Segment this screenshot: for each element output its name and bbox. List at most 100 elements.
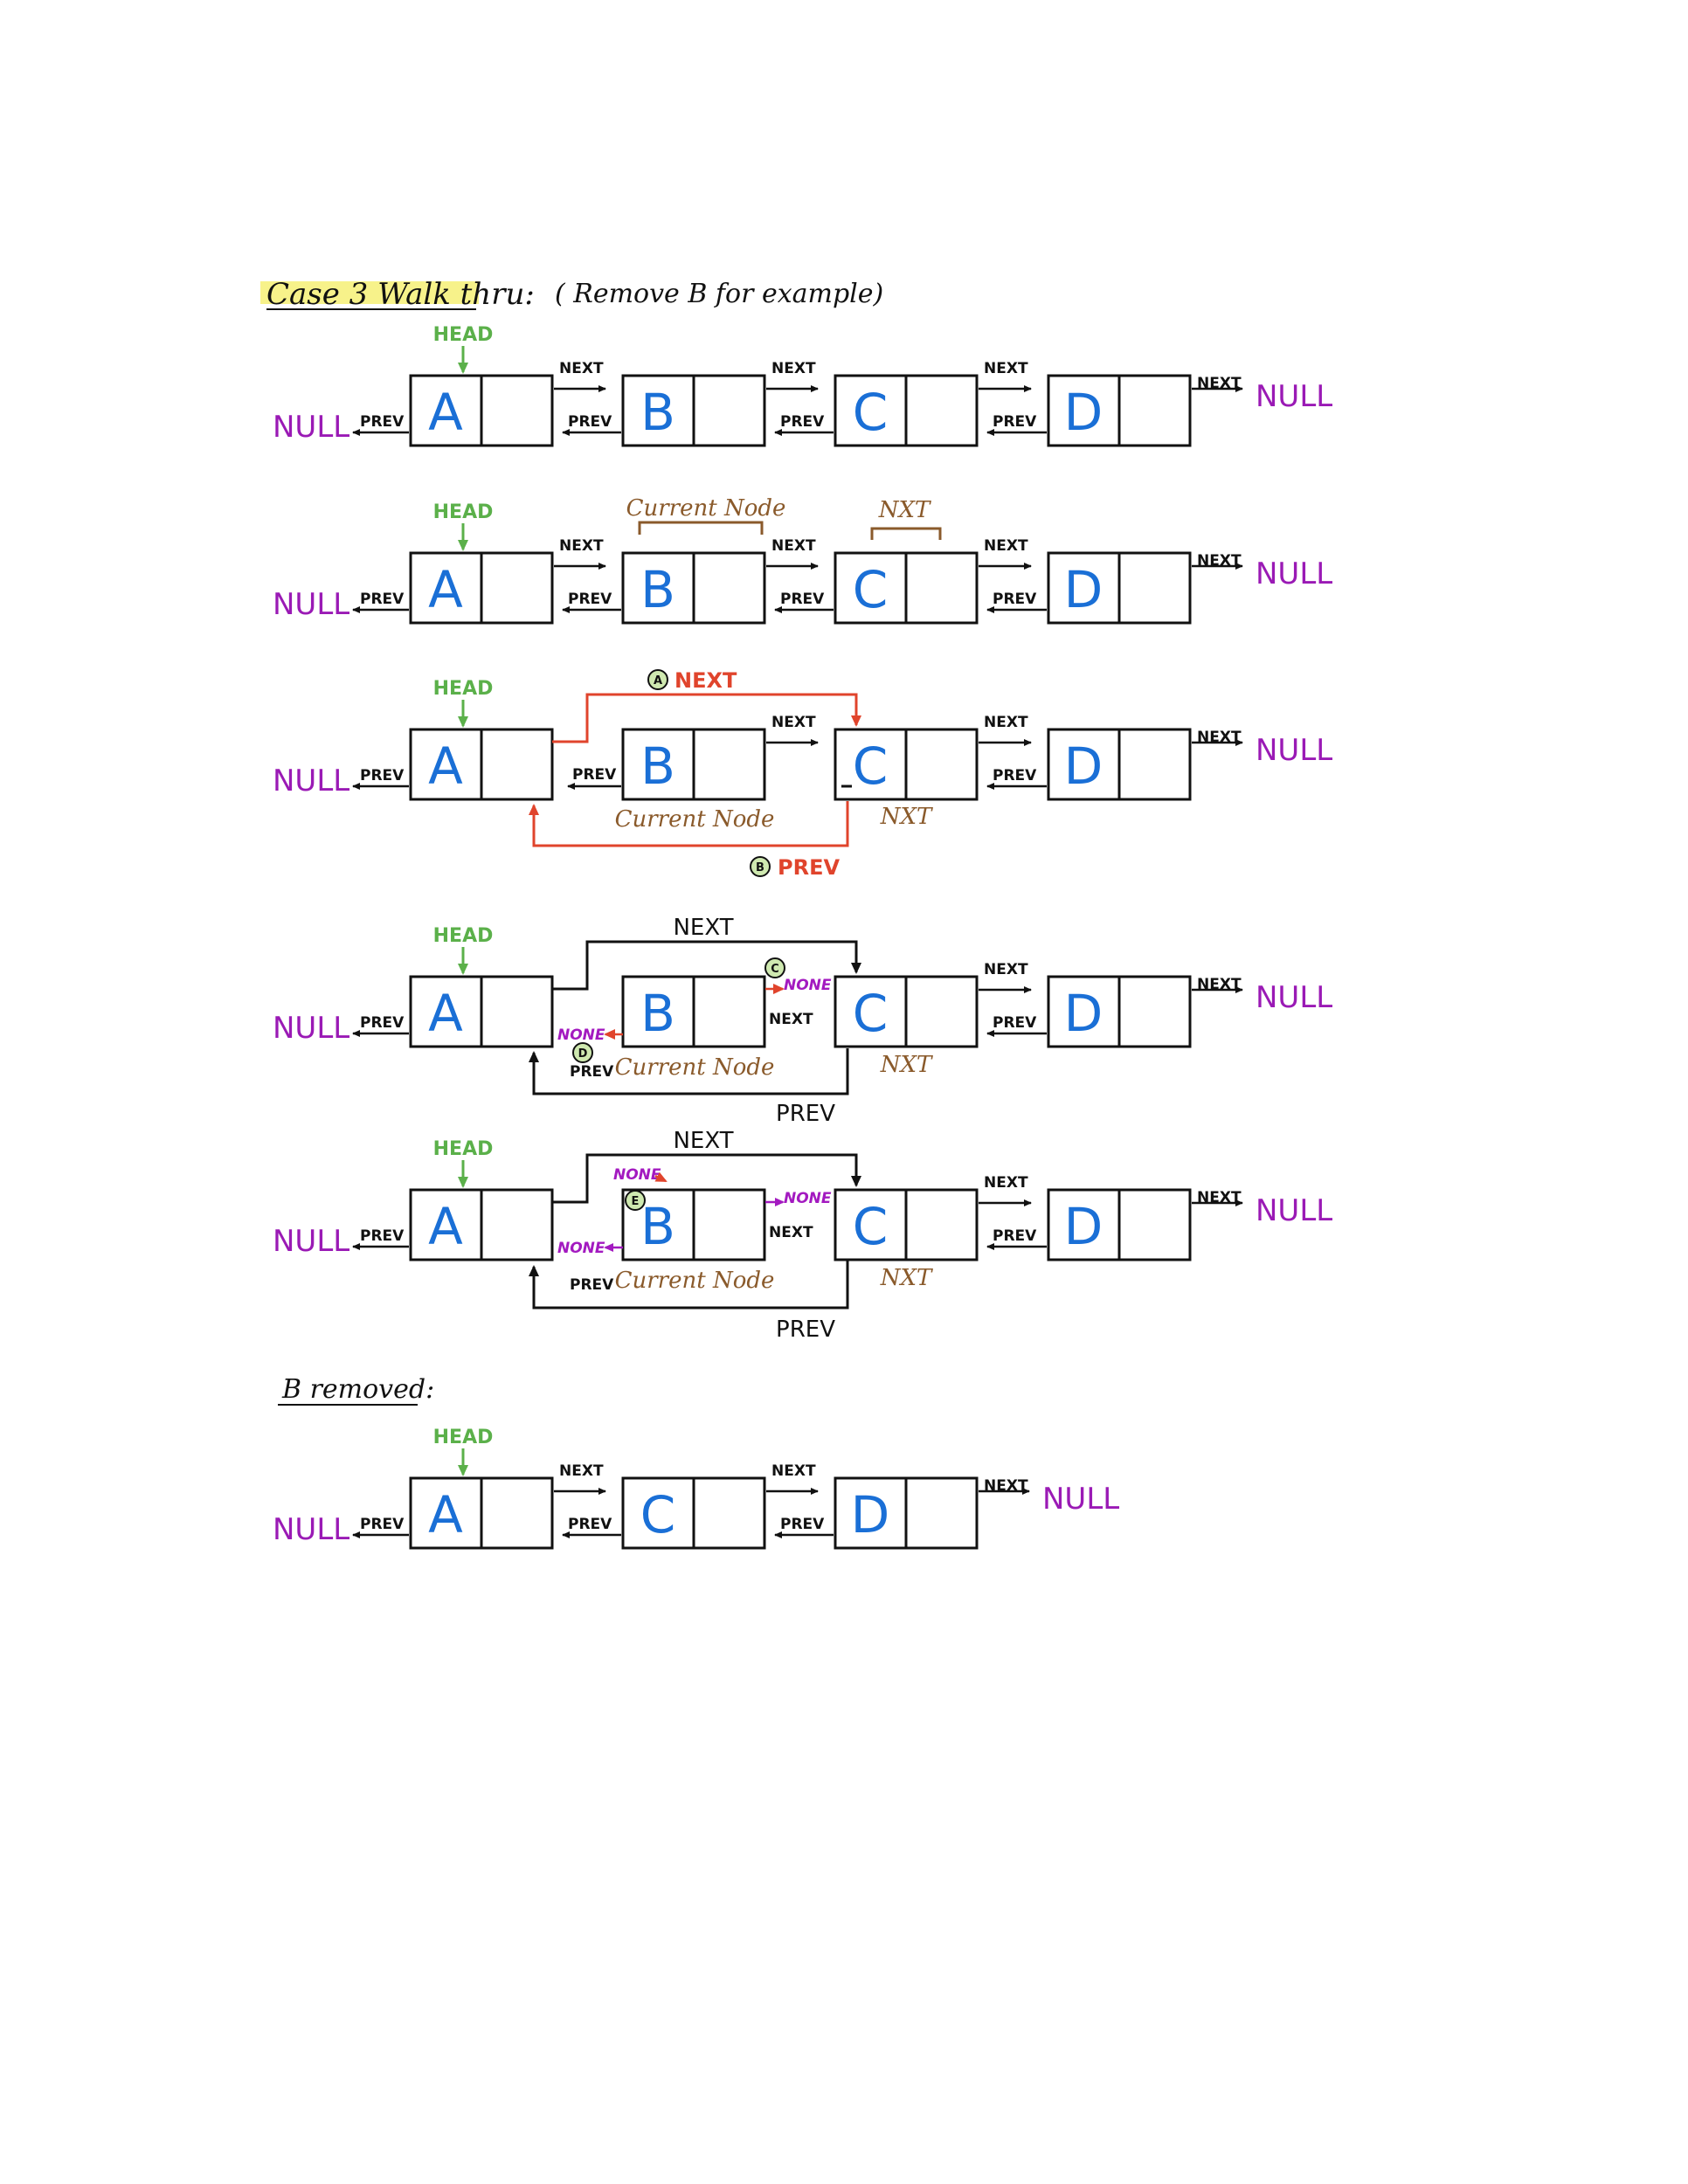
- step-c-letter: C: [771, 963, 779, 976]
- prev-label: PREV: [993, 413, 1037, 431]
- step-e-circle: [625, 1190, 646, 1211]
- prev-label: PREV: [568, 591, 612, 608]
- prev-label: PREV: [360, 1516, 405, 1533]
- step-b-circle: [750, 856, 771, 877]
- node-value: B: [640, 736, 675, 796]
- prev-label: PREV: [780, 591, 825, 608]
- none-label-prev-5: NONE: [557, 1240, 605, 1257]
- node-value: C: [853, 736, 889, 796]
- prev-label-b: PREV: [572, 766, 617, 784]
- node-value: A: [428, 1485, 463, 1545]
- null-label-right: NULL: [1256, 980, 1332, 1015]
- prev-label: PREV: [780, 413, 825, 431]
- next-label: NEXT: [984, 1174, 1028, 1192]
- node-value: A: [428, 1197, 463, 1256]
- next-label-4: NEXT: [673, 915, 733, 941]
- node-value: C: [853, 1197, 889, 1256]
- none-label-next-5: NONE: [784, 1190, 832, 1207]
- current-node-bracket: [638, 521, 764, 535]
- null-label-left: NULL: [273, 1011, 349, 1046]
- prev-label: PREV: [568, 413, 612, 431]
- next-label: NEXT: [984, 961, 1028, 978]
- node-value: B: [640, 984, 675, 1043]
- rows-group: A B C D NULL PREV NEXT PREV NEXT PREV NEXT PREV NEXT…: [273, 324, 1332, 1550]
- next-label: NEXT: [984, 537, 1028, 555]
- step-a-letter: A: [654, 674, 662, 688]
- node-value: B: [640, 1197, 675, 1256]
- null-label-left: NULL: [273, 1224, 349, 1259]
- step-d-circle: [572, 1042, 593, 1063]
- node-value: B: [640, 560, 675, 619]
- page-title: Case 3 Walk thru:: [266, 277, 535, 312]
- next-label-last: NEXT: [984, 1477, 1028, 1495]
- node-value: D: [851, 1485, 890, 1545]
- nxt-label-5: NXT: [880, 1265, 933, 1291]
- none-label-d: NONE: [557, 1026, 605, 1044]
- null-label-right: NULL: [1256, 733, 1332, 768]
- black-prev-arrow-5: [529, 1261, 849, 1310]
- prev-label: PREV: [993, 767, 1037, 784]
- step-e-letter: E: [632, 1195, 640, 1208]
- null-label-left: NULL: [273, 1512, 349, 1547]
- node-value: B: [640, 383, 675, 442]
- prev-label: PREV: [993, 591, 1037, 608]
- next-label-5: NEXT: [673, 1128, 733, 1154]
- none-label-c: NONE: [784, 977, 832, 994]
- nxt-label-3: NXT: [880, 804, 933, 830]
- next-label: NEXT: [771, 360, 816, 377]
- prev-label: PREV: [780, 1516, 825, 1533]
- next-label: NEXT: [559, 1462, 604, 1480]
- prev-label-5b: PREV: [570, 1276, 614, 1294]
- step-a-circle: [647, 669, 668, 690]
- current-node-label-4: Current Node: [615, 1054, 775, 1081]
- node-value: A: [428, 560, 463, 619]
- black-next-arrow: [552, 940, 861, 991]
- prev-label: PREV: [360, 413, 405, 431]
- red-next-arrow: [552, 693, 861, 743]
- next-label: NEXT: [771, 537, 816, 555]
- current-node-label-3: Current Node: [615, 806, 775, 833]
- node-value: D: [1064, 560, 1103, 619]
- head-label: HEAD: [433, 925, 494, 947]
- nxt-bracket: [870, 527, 942, 540]
- prev-label: PREV: [993, 1227, 1037, 1245]
- node-value: C: [853, 984, 889, 1043]
- prev-label: PREV: [360, 767, 405, 784]
- next-label-last: NEXT: [1197, 375, 1242, 392]
- prev-label-4: PREV: [776, 1101, 835, 1127]
- red-next-label: NEXT: [675, 668, 737, 693]
- black-prev-arrow: [529, 1048, 849, 1095]
- node-value: D: [1064, 736, 1103, 796]
- prev-label: PREV: [568, 1516, 612, 1533]
- current-node-label-5: Current Node: [615, 1268, 775, 1294]
- node-value: C: [640, 1485, 676, 1545]
- step-d-letter: D: [578, 1047, 588, 1061]
- node-value: C: [853, 383, 889, 442]
- next-label: NEXT: [771, 1462, 816, 1480]
- step-c-circle: [764, 957, 785, 978]
- prev-label: PREV: [360, 591, 405, 608]
- node-value: D: [1064, 383, 1103, 442]
- prev-label-5: PREV: [776, 1317, 835, 1343]
- removed-title: B removed:: [281, 1374, 434, 1405]
- next-label: NEXT: [559, 360, 604, 377]
- next-label: NEXT: [984, 360, 1028, 377]
- node-value: D: [1064, 1197, 1103, 1256]
- black-next-arrow-5: [552, 1153, 861, 1204]
- prev-label: PREV: [360, 1227, 405, 1245]
- node-value: A: [428, 984, 463, 1043]
- head-label: HEAD: [433, 324, 494, 346]
- title-highlight: [260, 281, 479, 304]
- head-label: HEAD: [433, 501, 494, 523]
- page-subtitle: ( Remove B for example): [555, 279, 883, 309]
- null-label-right: NULL: [1256, 1193, 1332, 1228]
- next-label: NEXT: [771, 714, 816, 731]
- node-value: D: [1064, 984, 1103, 1043]
- step-b-letter: B: [756, 861, 764, 874]
- next-label-last: NEXT: [1197, 976, 1242, 993]
- next-label-5b: NEXT: [769, 1224, 813, 1241]
- prev-label-d: PREV: [570, 1063, 614, 1081]
- head-label: HEAD: [433, 1427, 494, 1448]
- node-value: A: [428, 736, 463, 796]
